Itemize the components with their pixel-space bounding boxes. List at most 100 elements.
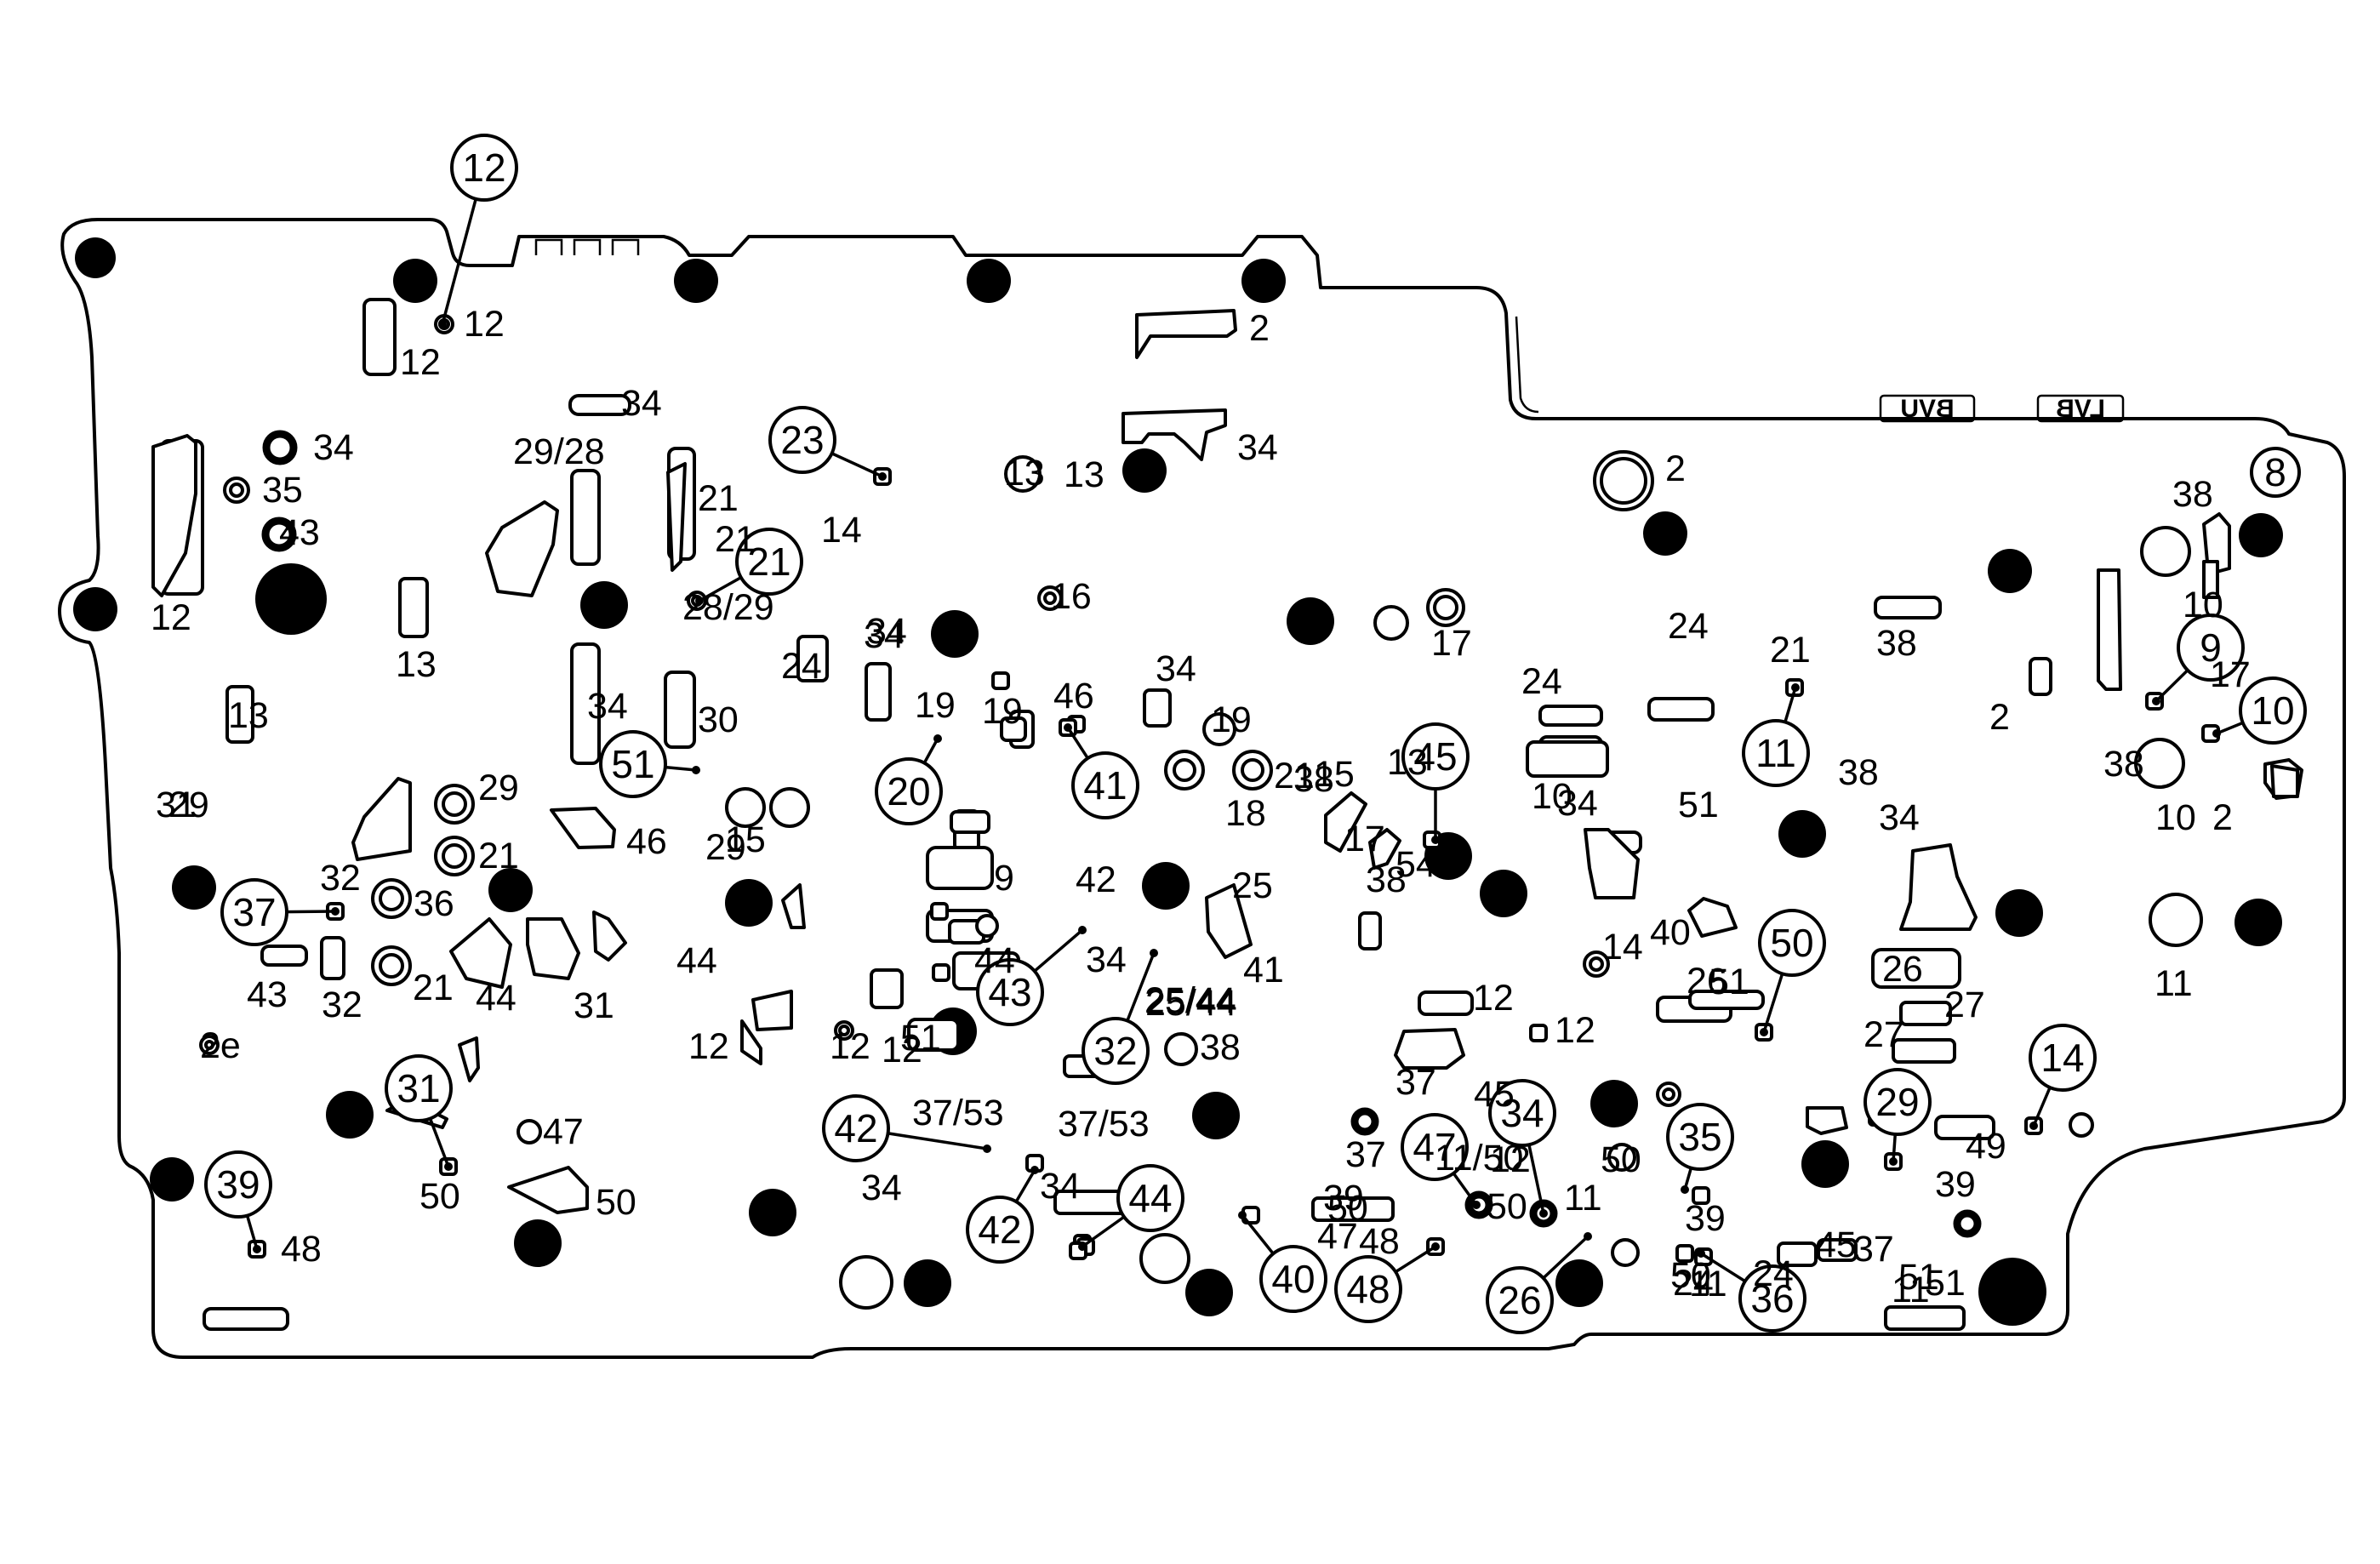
port-label: 29/28	[513, 431, 605, 472]
leader-dot	[1078, 1242, 1087, 1251]
port-label: 17	[1344, 819, 1385, 859]
port-label: 13	[1387, 742, 1428, 783]
port-label: 34	[313, 427, 354, 468]
port-ring	[1611, 1238, 1640, 1267]
port-ring	[2069, 1112, 2094, 1138]
port-ring	[1241, 758, 1264, 782]
port-shape	[1122, 408, 1227, 461]
port-label: 38	[1876, 623, 1917, 664]
port-label: 40	[1650, 912, 1691, 953]
bolt-hole	[1590, 1080, 1638, 1127]
port-ring	[1164, 1032, 1198, 1066]
port-shape	[485, 500, 559, 597]
port-label: 34	[1879, 797, 1920, 838]
port-label: 15	[1314, 754, 1355, 795]
callout-circle	[1758, 909, 1826, 977]
bolt-hole	[73, 587, 117, 631]
port-label: 21	[478, 836, 519, 876]
port-ring	[975, 914, 999, 938]
port-label: 24	[781, 646, 822, 687]
bvu-plate-mark	[1879, 394, 1976, 423]
callout-circle	[1401, 1113, 1469, 1181]
port-label: 36	[414, 883, 454, 924]
port-ring	[2149, 893, 2203, 947]
leader-dot	[1078, 926, 1087, 934]
bolt-hole	[1801, 1140, 1849, 1188]
port-label: 49	[1966, 1126, 2006, 1167]
bolt-hole	[1555, 1259, 1603, 1307]
port-slot	[1526, 740, 1609, 778]
port-label: 11	[2155, 963, 2193, 1004]
bolt-hole	[1185, 1269, 1233, 1316]
port-slot	[225, 685, 254, 744]
callout-circle	[2239, 676, 2307, 745]
port-ring	[1589, 956, 1604, 972]
separator-plate: BVU LVB	[58, 218, 2346, 1359]
port-slot	[568, 394, 631, 416]
port-ring	[1662, 1087, 1675, 1101]
port-slot	[907, 1018, 960, 1052]
leader-dot	[1030, 1166, 1039, 1174]
port-shape	[550, 807, 616, 849]
port-label: 38	[1366, 859, 1407, 900]
port-label: 10	[1532, 776, 1572, 817]
callout-circle	[204, 1150, 272, 1219]
port-shape	[526, 917, 580, 980]
callout-label: 51	[611, 742, 654, 786]
port-shape	[1687, 897, 1738, 938]
port-ring	[1004, 455, 1042, 493]
port-label: 29	[705, 827, 746, 868]
port-ring	[769, 787, 810, 828]
port-label: 34	[861, 1167, 902, 1208]
port-slot	[1358, 911, 1382, 950]
port-label: 2	[2212, 797, 2233, 838]
port-label: 31	[156, 785, 197, 825]
port-label: 9	[994, 858, 1014, 899]
leader-dot	[1681, 1185, 1689, 1194]
leader-dot	[1150, 949, 1158, 957]
port-ring	[2134, 738, 2185, 789]
port-ring	[379, 886, 404, 911]
callout-label: 29	[1875, 1080, 1919, 1124]
port-label: 12	[688, 1026, 729, 1067]
port-label: 39	[1323, 1178, 1364, 1219]
leader-dot	[1697, 1249, 1705, 1258]
port-slot	[320, 936, 345, 980]
leader-dot	[2029, 1122, 2038, 1130]
bolt-hole	[150, 1157, 194, 1202]
bolt-hole	[1978, 1258, 2046, 1326]
port-ring	[261, 517, 297, 552]
bolt-hole	[674, 259, 718, 303]
port-shape	[458, 1036, 480, 1082]
port-label: 21	[1274, 756, 1315, 796]
port-ring	[1600, 457, 1647, 505]
callout-circle	[1488, 1079, 1556, 1147]
port-label: 2e	[200, 1025, 241, 1066]
port-label: 24	[1673, 1263, 1714, 1304]
callout-circle	[1863, 1068, 1932, 1136]
port-slot	[1647, 697, 1715, 722]
callout-label: 14	[2040, 1036, 2084, 1080]
port-shape	[1135, 309, 1237, 359]
port-label: 50	[596, 1182, 636, 1223]
bolt-hole	[255, 563, 327, 635]
callout-circle	[599, 730, 667, 798]
port-label: 48	[1359, 1221, 1400, 1262]
callout-label: 37	[232, 890, 276, 934]
port-ring	[1529, 1199, 1558, 1228]
port-label: 43	[247, 974, 288, 1015]
port-label: 35	[262, 470, 303, 511]
leader-dot	[1889, 1157, 1898, 1166]
port-slot	[570, 469, 601, 566]
bolt-hole	[393, 259, 437, 303]
port-label: 50	[1327, 1188, 1368, 1229]
leader-dot	[444, 1162, 453, 1171]
port-shape	[781, 883, 806, 929]
callout-circle	[1742, 719, 1810, 787]
port-label: 51	[900, 1018, 941, 1059]
port-label: 38	[1838, 752, 1879, 793]
callout-circle	[1116, 1164, 1184, 1232]
port-label: 38	[1293, 759, 1334, 800]
port-shape	[2097, 568, 2122, 691]
